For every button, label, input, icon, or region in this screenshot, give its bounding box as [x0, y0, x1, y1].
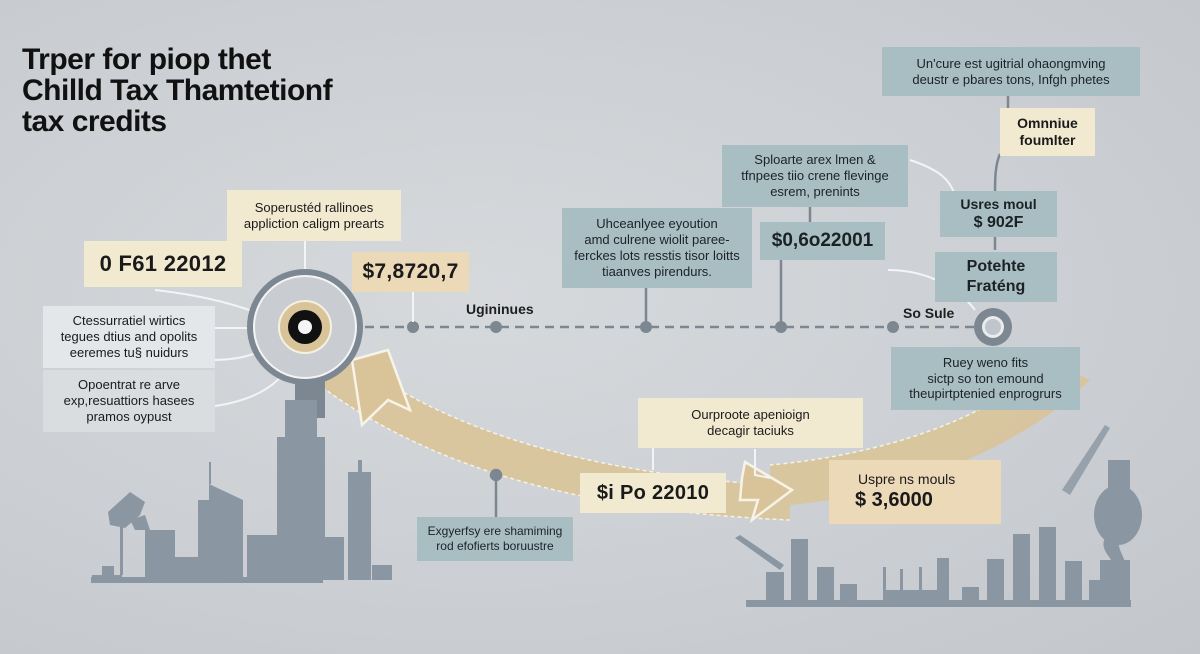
center-value-box: $7,8720,7	[352, 252, 469, 292]
callout-line: Ctessurratiel wirtics	[72, 313, 186, 329]
callout-line: pramos oypust	[86, 408, 172, 424]
callout-line: esrem, prenints	[770, 183, 860, 199]
arrowhead-right-icon	[738, 460, 795, 524]
callout-line: foumlter	[1019, 132, 1076, 148]
left-value: 0 F61 22012	[99, 250, 227, 276]
right-value-box: Usres moul $ 902F	[940, 191, 1057, 237]
callout-line: Exgyerfsy ere shamiming	[427, 524, 563, 539]
callout-line: deustr e pbares tons, Infgh phetes	[912, 71, 1110, 87]
bottom-value-box: $i Po 22010	[580, 473, 726, 513]
left-callout-2: Opoentrat re arve exp,resuattiors hasees…	[43, 370, 215, 432]
callout-line: amd culrene wiolit paree-	[584, 232, 730, 248]
callout-line: exp,resuattiors hasees	[63, 393, 195, 409]
mid-value: $0,6o22001	[771, 230, 874, 252]
callout-line: Ruey weno fits	[942, 354, 1029, 370]
callout-line: Potehte	[966, 258, 1026, 276]
application-callout: Soperustéd rallinoes appliction caligm p…	[227, 190, 401, 241]
right-city-skyline	[735, 425, 1142, 607]
callout-line: eeremes tu§ nuidurs	[69, 344, 189, 360]
callout-line: Sploarte arex lmen &	[754, 152, 876, 168]
callout-line: tegues dtius and opolits	[60, 329, 198, 345]
target-magnifier	[247, 269, 363, 418]
callout-line: tfnpees tiio crene flevinge	[741, 168, 889, 184]
timeline	[320, 308, 1012, 346]
bottom-small-callout: Exgyerfsy ere shamiming rod efofierts bo…	[417, 517, 573, 561]
upper-mid-callout: Sploarte arex lmen & tfnpees tiio crene …	[722, 145, 908, 207]
timeline-label-right: So Sule	[903, 305, 955, 321]
infographic-title: Trper for piop thet Chilld Tax Thamtetio…	[22, 43, 333, 138]
callout-line: Un'cure est ugitrial ohaongmving	[916, 55, 1106, 71]
value-box-label: Usres moul	[960, 195, 1037, 212]
left-callout-1: Ctessurratiel wirtics tegues dtius and o…	[43, 306, 215, 368]
left-city-skyline	[91, 400, 392, 583]
value-box-label: Uspre ns mouls	[858, 471, 956, 488]
timeline-label-left: Ugininues	[466, 301, 534, 317]
callout-line: Omnniue	[1017, 114, 1078, 131]
callout-line: rod efofierts boruustre	[436, 539, 554, 553]
callout-line: ferckes lots resstis tisor loitts	[574, 248, 740, 263]
callout-line: sictp so ton emound	[927, 370, 1044, 386]
center-value: $7,8720,7	[362, 260, 459, 284]
callout-line: decagir taciuks	[707, 423, 794, 438]
value-box-amount: $ 3,6000	[855, 489, 933, 512]
bottom-cream-callout: Ourproote apenioign decagir taciuks	[638, 398, 863, 448]
mid-callout: Uhceanlyee eyoution amd culrene wiolit p…	[562, 208, 752, 288]
potential-box: Potehte Fraténg	[935, 252, 1057, 302]
title-line-1: Trper for piop thet	[22, 43, 271, 76]
left-value-box: 0 F61 22012	[84, 241, 242, 287]
callout-line: Soperustéd rallinoes	[254, 199, 374, 215]
callout-line: Opoentrat re arve	[78, 377, 180, 393]
callout-line: tiaanves pirendurs.	[602, 263, 712, 279]
bottom-value: $i Po 22010	[596, 481, 710, 504]
callout-line: Fraténg	[966, 278, 1026, 295]
callout-line: Uhceanlyee eyoution	[596, 216, 718, 232]
title-line-3: tax credits	[22, 105, 167, 138]
bottom-right-value-box: Uspre ns mouls $ 3,6000	[829, 460, 1001, 524]
top-right-callout: Un'cure est ugitrial ohaongmving deustr …	[882, 47, 1140, 96]
callout-line: theupirtptenied enprogrurs	[909, 386, 1062, 402]
title-line-2: Chilld Tax Thamtetionf	[22, 74, 333, 107]
callout-line: appliction caligm prearts	[243, 215, 385, 231]
arrowhead-up-left-icon	[350, 348, 413, 428]
right-lower-callout: Ruey weno fits sictp so ton emound theup…	[891, 347, 1080, 410]
value-box-amount: $ 902F	[973, 213, 1024, 231]
mid-value-box: $0,6o22001	[760, 222, 885, 260]
callout-line: Ourproote apenioign	[691, 407, 810, 423]
right-cream-box: Omnniue foumlter	[1000, 108, 1095, 156]
